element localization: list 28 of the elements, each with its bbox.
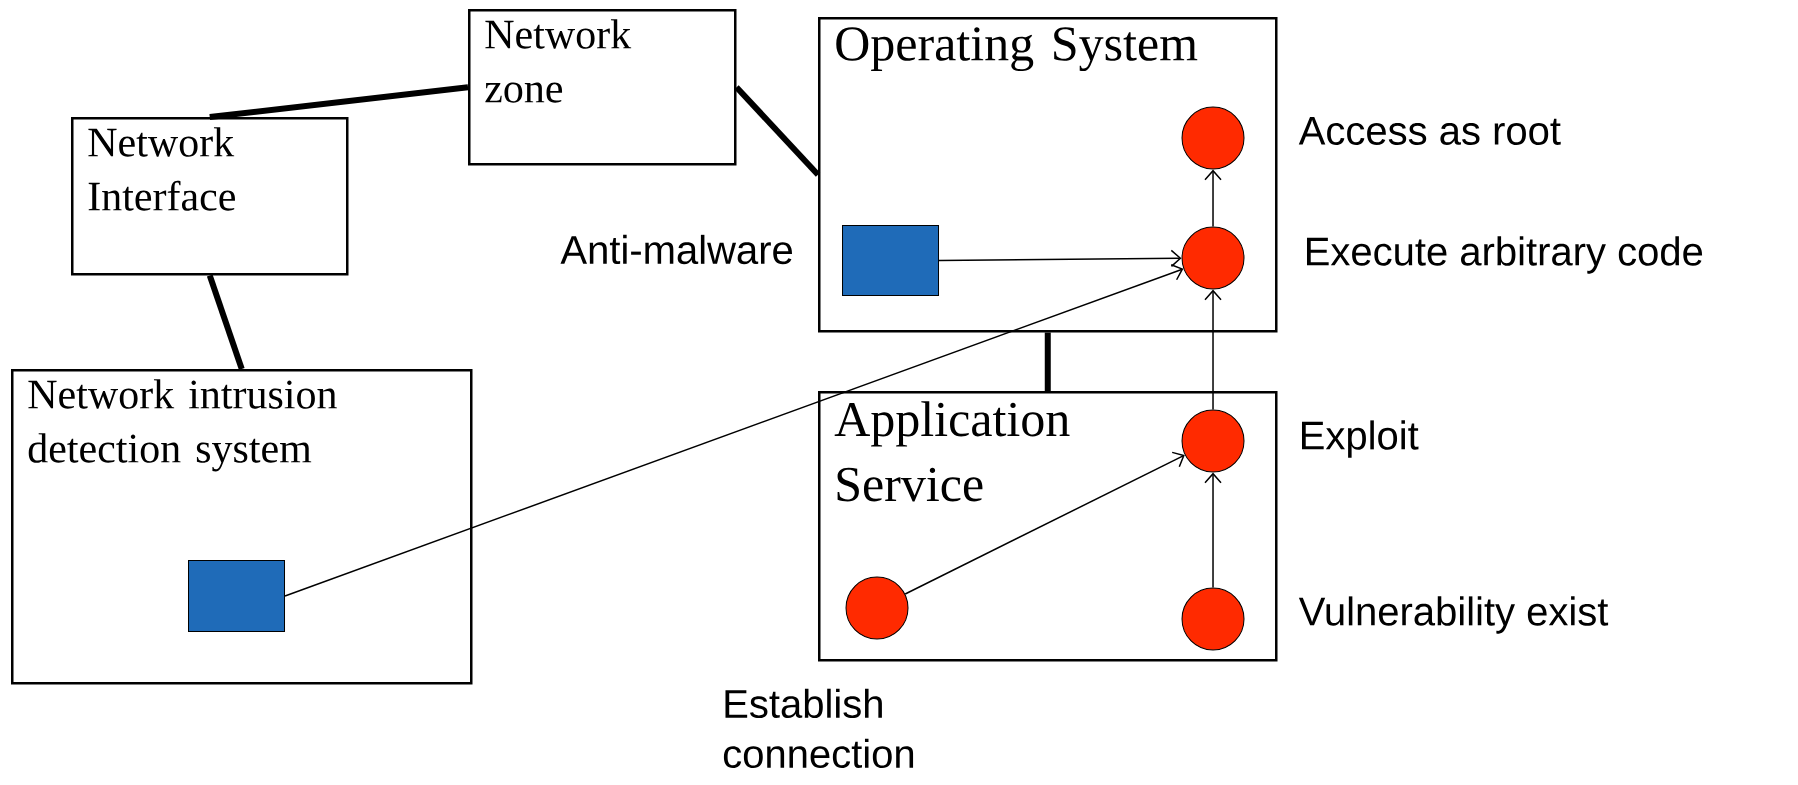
connector-line xyxy=(734,85,821,177)
node-label: Execute arbitrary code xyxy=(1307,236,1703,274)
component-box: Network Interface xyxy=(71,117,349,276)
component-box: Operating System xyxy=(818,17,1278,333)
state-circle xyxy=(845,576,909,640)
arrow xyxy=(904,451,1185,595)
connector-line xyxy=(206,274,245,370)
defense-square xyxy=(188,560,285,632)
component-box: Application Service xyxy=(818,391,1278,662)
arrow xyxy=(938,249,1182,268)
node-label: Exploit xyxy=(1302,420,1419,458)
arrow xyxy=(1204,169,1222,228)
component-box: Network intrusion detection system xyxy=(11,369,473,685)
state-circle xyxy=(1181,587,1245,651)
connector-line xyxy=(209,84,469,120)
arrow xyxy=(284,264,1184,597)
state-circle xyxy=(1181,409,1245,473)
node-label: Anti-malware xyxy=(560,234,792,265)
state-circle xyxy=(1181,106,1245,170)
state-circle xyxy=(1181,226,1245,290)
arrow xyxy=(1204,472,1222,589)
connector-line xyxy=(1044,332,1051,391)
node-label: Vulnerability exist xyxy=(1298,596,1609,634)
arrow xyxy=(1204,289,1222,411)
defense-square xyxy=(842,225,939,296)
node-label: Establish connection xyxy=(723,688,914,769)
node-label: Access as root xyxy=(1298,117,1561,145)
component-box: Network zone xyxy=(468,9,737,166)
